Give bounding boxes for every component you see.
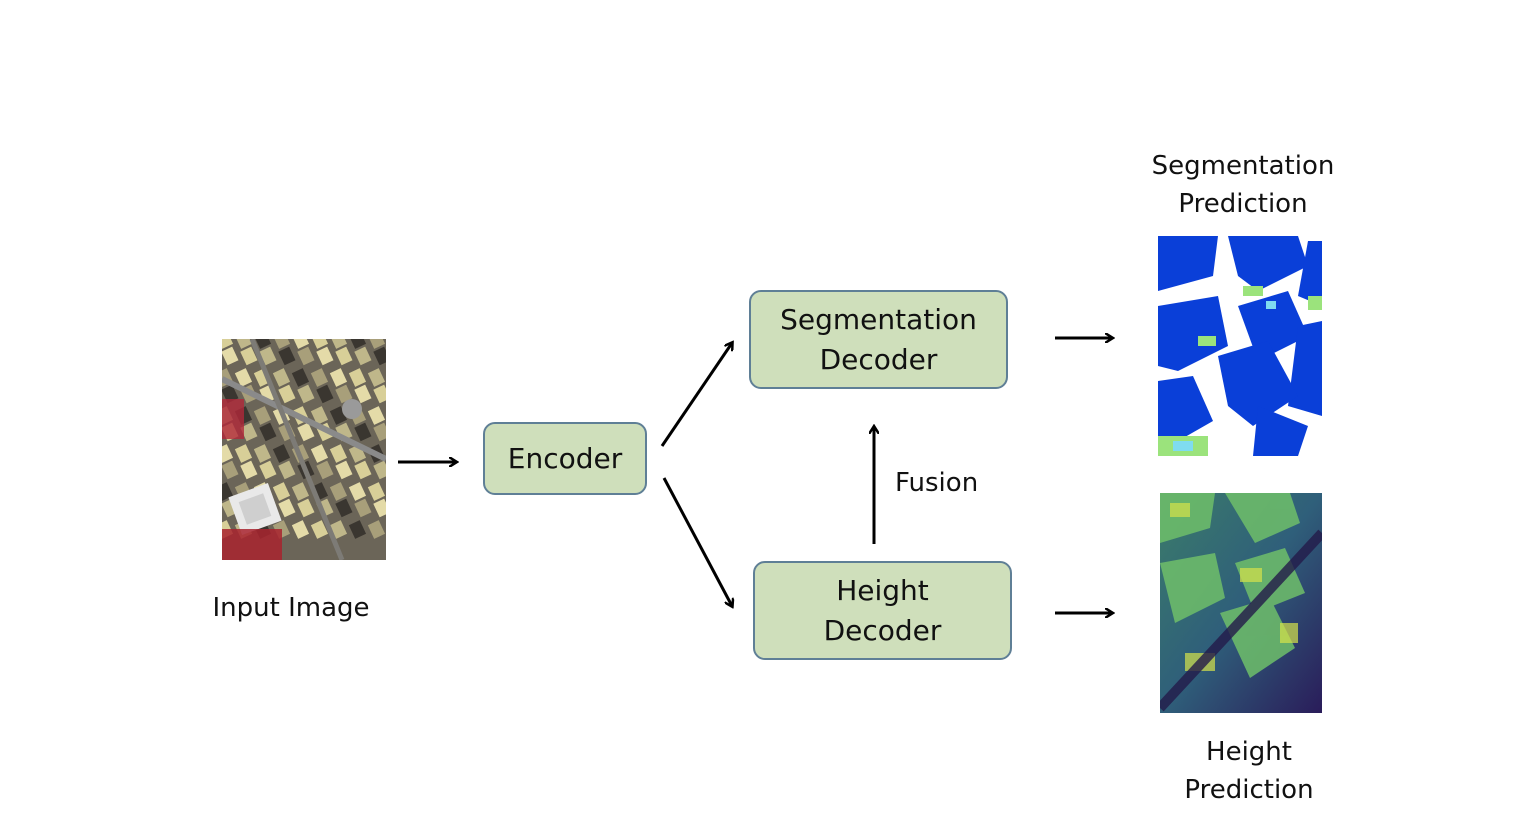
encoder-label: Encoder [507, 441, 623, 475]
arrow-encoder-to-segmentation-decoder [660, 343, 732, 447]
input-image [222, 339, 386, 560]
segmentation-prediction-image [1158, 236, 1322, 456]
fusion-label: Fusion [895, 468, 979, 498]
segmentation-prediction-label: Segmentation Prediction [1130, 147, 1356, 223]
height-decoder-line1: Height [836, 573, 929, 607]
height-prediction-line1: Height [1206, 737, 1292, 767]
height-prediction-image [1160, 493, 1322, 713]
segmentation-decoder-line2: Decoder [819, 342, 938, 376]
segmentation-prediction-line2: Prediction [1178, 189, 1308, 219]
height-decoder-line2: Decoder [823, 613, 942, 647]
segmentation-prediction-line1: Segmentation [1151, 151, 1335, 181]
segmentation-decoder-box: Segmentation Decoder [749, 290, 1008, 389]
height-prediction-label: Height Prediction [1136, 733, 1362, 809]
height-decoder-box: Height Decoder [753, 561, 1012, 660]
input-image-label: Input Image [212, 593, 370, 623]
height-prediction-line2: Prediction [1184, 775, 1314, 805]
arrow-encoder-to-height-decoder [662, 477, 732, 606]
segmentation-decoder-line1: Segmentation [780, 302, 977, 336]
encoder-box: Encoder [483, 422, 647, 495]
